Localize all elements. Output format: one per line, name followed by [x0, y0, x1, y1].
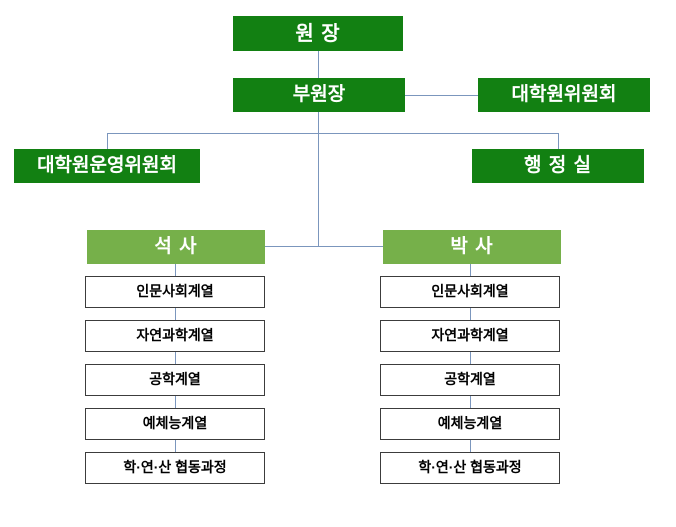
node-operating-committee[interactable]: 대학원운영위원회: [14, 149, 200, 183]
node-director[interactable]: 원 장: [233, 16, 403, 51]
masters-program-item[interactable]: 공학계열: [85, 364, 265, 396]
node-masters[interactable]: 석 사: [87, 230, 265, 264]
doctorate-program-item[interactable]: 공학계열: [380, 364, 560, 396]
connector-masters-program-4-to-5: [175, 440, 176, 452]
connector-doctorate-program-1-to-2: [470, 308, 471, 320]
doctorate-program-item[interactable]: 자연과학계열: [380, 320, 560, 352]
masters-program-item[interactable]: 자연과학계열: [85, 320, 265, 352]
node-deputy-director[interactable]: 부원장: [233, 78, 405, 112]
connector-masters-program-3-to-4: [175, 396, 176, 408]
masters-program-item[interactable]: 학·연·산 협동과정: [85, 452, 265, 484]
doctorate-program-item[interactable]: 학·연·산 협동과정: [380, 452, 560, 484]
connector-doctorate-program-2-to-3: [470, 352, 471, 364]
connector-masters-to-program-1: [175, 264, 176, 276]
connector-director-to-deputy: [318, 51, 319, 78]
connector-masters-program-1-to-2: [175, 308, 176, 320]
masters-program-item[interactable]: 예체능계열: [85, 408, 265, 440]
node-graduate-committee[interactable]: 대학원위원회: [478, 78, 650, 112]
connector-doctorate-program-4-to-5: [470, 440, 471, 452]
connector-deputy-to-graduate-committee: [405, 95, 478, 96]
connector-doctorate-to-program-1: [470, 264, 471, 276]
connector-masters-program-2-to-3: [175, 352, 176, 364]
connector-deputy-trunk: [318, 112, 319, 246]
doctorate-program-item[interactable]: 인문사회계열: [380, 276, 560, 308]
connector-level2-bus: [107, 133, 559, 134]
connector-doctorate-program-3-to-4: [470, 396, 471, 408]
node-administration-office[interactable]: 행 정 실: [472, 149, 644, 183]
node-doctorate[interactable]: 박 사: [383, 230, 561, 264]
connector-bus-to-operating-committee: [107, 133, 108, 149]
connector-bus-to-administration-office: [558, 133, 559, 149]
doctorate-program-item[interactable]: 예체능계열: [380, 408, 560, 440]
masters-program-item[interactable]: 인문사회계열: [85, 276, 265, 308]
connector-degree-bus: [265, 246, 385, 247]
